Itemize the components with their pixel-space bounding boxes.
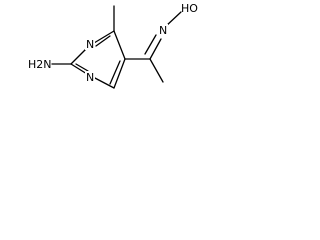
double-bond-c4-n1 <box>95 35 111 47</box>
structure-canvas: N N H2N N HO <box>0 0 210 120</box>
bond-n3-c2 <box>70 63 88 75</box>
bond-c2-n1 <box>70 47 88 65</box>
atom-label-amine: H2N <box>28 58 52 71</box>
bond-c6-n3 <box>92 76 115 89</box>
bond-c4-c5 <box>113 30 126 60</box>
molecule-structure: N N H2N N HO <box>28 2 198 89</box>
double-bond-c5-c6 <box>109 60 121 85</box>
bond-oxime-cn <box>149 38 162 60</box>
atom-label-n1: N <box>86 38 94 51</box>
double-bond-c2-n3 <box>75 63 89 72</box>
bond-c5-c6 <box>113 58 126 89</box>
atom-label-oxime-oh: HO <box>181 2 198 15</box>
bond-oxime-methyl <box>149 58 164 83</box>
double-bond-oxime-cn <box>144 34 157 55</box>
atom-label-n3: N <box>86 71 94 84</box>
bond-n1-c4 <box>93 30 115 44</box>
atom-label-oxime-n: N <box>159 24 167 37</box>
